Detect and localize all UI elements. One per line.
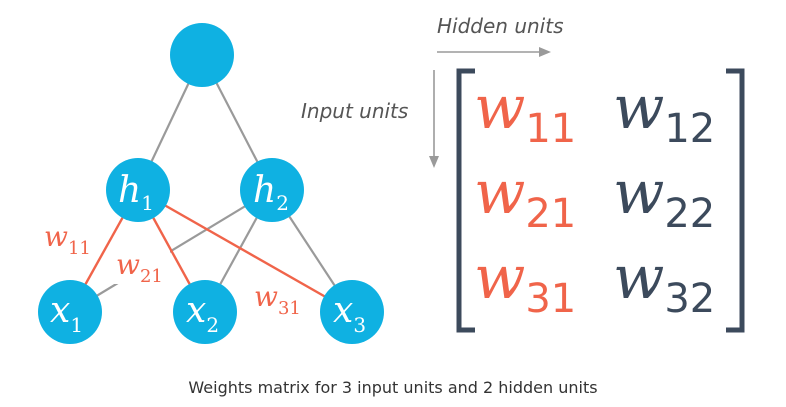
matrix-right-bracket (726, 68, 745, 333)
matrix-entries: w11 w12 w21 w22 w31 w32 (474, 73, 715, 322)
matrix-entry-w32: w32 (613, 243, 715, 322)
hidden-node-1 (106, 158, 170, 222)
input-node-2 (173, 280, 237, 344)
label-backdrop (112, 248, 170, 284)
input-node-3 (320, 280, 384, 344)
edge-x3-h1 (137, 188, 353, 314)
matrix-entry-w22: w22 (613, 158, 715, 237)
input-node-1-label: x1 (50, 290, 83, 337)
output-node (170, 23, 234, 87)
input-node-2-label: x2 (186, 290, 219, 337)
figure-caption: Weights matrix for 3 input units and 2 h… (188, 378, 598, 397)
matrix-entry-w12: w12 (613, 73, 715, 152)
input-units-arrow (429, 70, 439, 168)
hidden-units-label: Hidden units (437, 14, 564, 38)
input-units-label: Input units (301, 99, 408, 123)
input-node-1 (38, 280, 102, 344)
weights-diagram: h1 h2 x1 x2 x3 w11 w21 w31 Hidden units … (38, 14, 745, 344)
hidden-node-2-label: h2 (253, 170, 289, 215)
matrix-entry-w21: w21 (474, 158, 576, 237)
weight-label-w31: w31 (254, 280, 301, 319)
matrix-entry-w31: w31 (474, 243, 576, 322)
weight-label-w21: w21 (116, 248, 163, 287)
input-node-3-label: x3 (333, 290, 366, 337)
hidden-node-2 (240, 158, 304, 222)
hidden-node-1-label: h1 (118, 170, 154, 215)
hidden-units-arrow (437, 47, 551, 57)
weight-label-w11: w11 (44, 220, 91, 259)
matrix-left-bracket (456, 68, 475, 333)
matrix-entry-w11: w11 (474, 73, 576, 152)
